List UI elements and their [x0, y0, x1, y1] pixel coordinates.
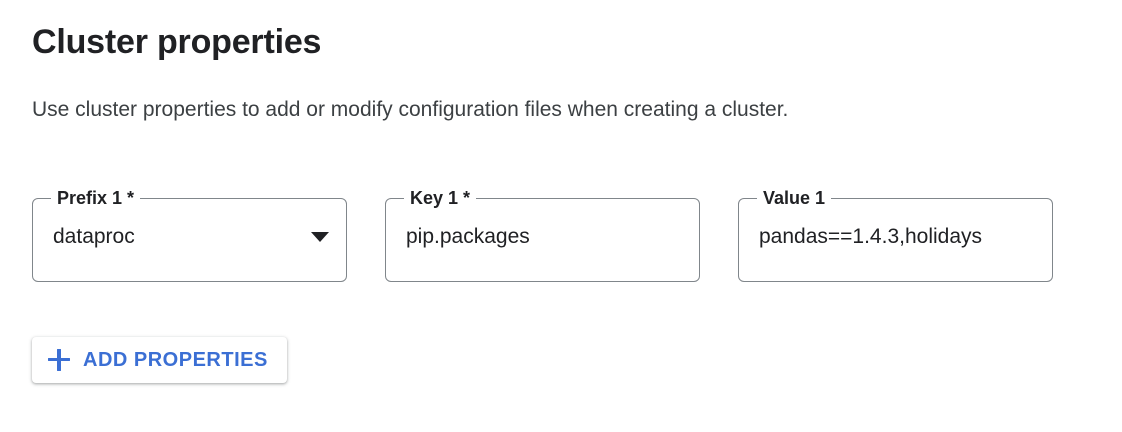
value-field[interactable]: Value 1 pandas==1.4.3,holidays [738, 187, 1053, 282]
prefix-field[interactable]: Prefix 1 * dataproc [32, 187, 347, 282]
add-properties-button[interactable]: ADD PROPERTIES [32, 337, 287, 383]
plus-icon [48, 349, 70, 371]
page-title: Cluster properties [32, 23, 322, 61]
prefix-field-value[interactable]: dataproc [53, 225, 135, 248]
prefix-field-label: Prefix 1 * [51, 187, 141, 209]
value-field-label: Value 1 [757, 187, 832, 209]
key-field-value[interactable]: pip.packages [406, 225, 530, 248]
properties-row: Prefix 1 * dataproc Key 1 * pip.packages… [32, 187, 1053, 282]
chevron-down-icon[interactable] [311, 232, 329, 242]
key-field-label: Key 1 * [404, 187, 477, 209]
page-description: Use cluster properties to add or modify … [32, 98, 789, 121]
key-field[interactable]: Key 1 * pip.packages [385, 187, 700, 282]
value-field-value[interactable]: pandas==1.4.3,holidays [759, 225, 983, 248]
add-properties-button-label: ADD PROPERTIES [83, 349, 268, 371]
